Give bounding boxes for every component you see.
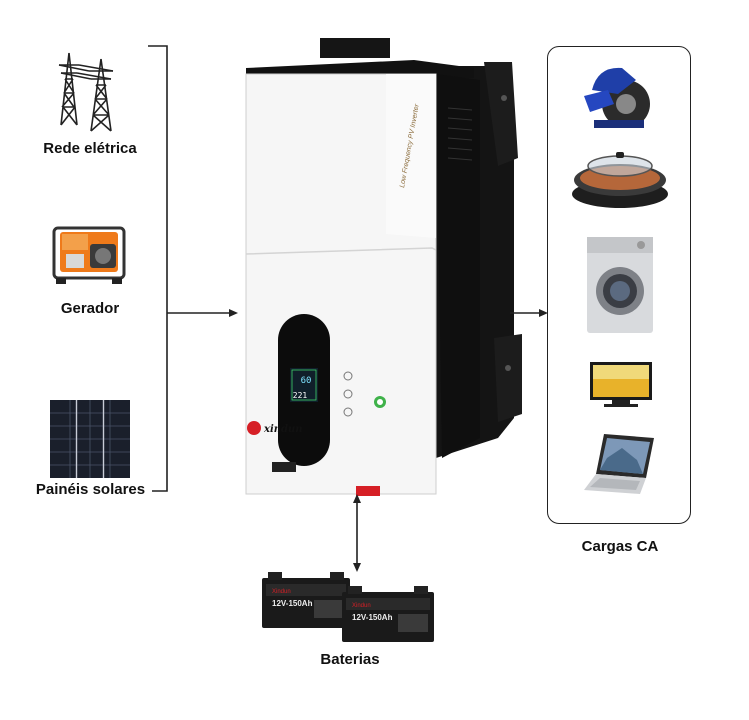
television-icon (590, 362, 652, 407)
load-item-laptop (582, 432, 658, 496)
batteries-label: Baterias (320, 651, 380, 668)
battery-2-model: 12V-150Ah (352, 613, 393, 622)
solar-label: Painéis solares (35, 481, 146, 498)
load-item-grill (568, 150, 672, 212)
load-item-tv (590, 362, 652, 408)
batteries: Xindun 12V-150Ah Xindun 12V-150Ah (262, 570, 437, 645)
circular-saw-icon (584, 67, 650, 128)
solar-panels (50, 400, 130, 478)
load-item-washer (587, 237, 653, 333)
loads-box (547, 46, 691, 524)
power-tower-icon (58, 52, 114, 132)
solar-panel-icon (50, 400, 130, 478)
load-item-saw (578, 60, 660, 138)
inverter-icon: 60 221 xindun Low Frequency PV Inverter (245, 38, 522, 496)
battery-1-brand: Xindun (272, 589, 291, 595)
inverter: 60 221 xindun Low Frequency PV Inverter (236, 38, 526, 498)
display-line1: 60 (301, 376, 312, 386)
generator-icon (52, 226, 126, 284)
power-tower (55, 45, 125, 135)
battery-2: Xindun 12V-150Ah (342, 586, 434, 642)
washing-machine-icon (587, 237, 653, 333)
generator-label: Gerador (60, 300, 120, 317)
brand-name: xindun (263, 424, 303, 435)
loads-label: Cargas CA (581, 538, 659, 555)
battery-2-brand: Xindun (352, 603, 371, 609)
laptop-icon (584, 434, 654, 494)
display-line2: 221 (293, 391, 308, 400)
battery-1: Xindun 12V-150Ah (262, 572, 350, 628)
electric-grill-icon (572, 152, 668, 208)
generator (48, 218, 130, 288)
grid-label: Rede elétrica (43, 140, 137, 157)
battery-1-model: 12V-150Ah (272, 599, 313, 608)
